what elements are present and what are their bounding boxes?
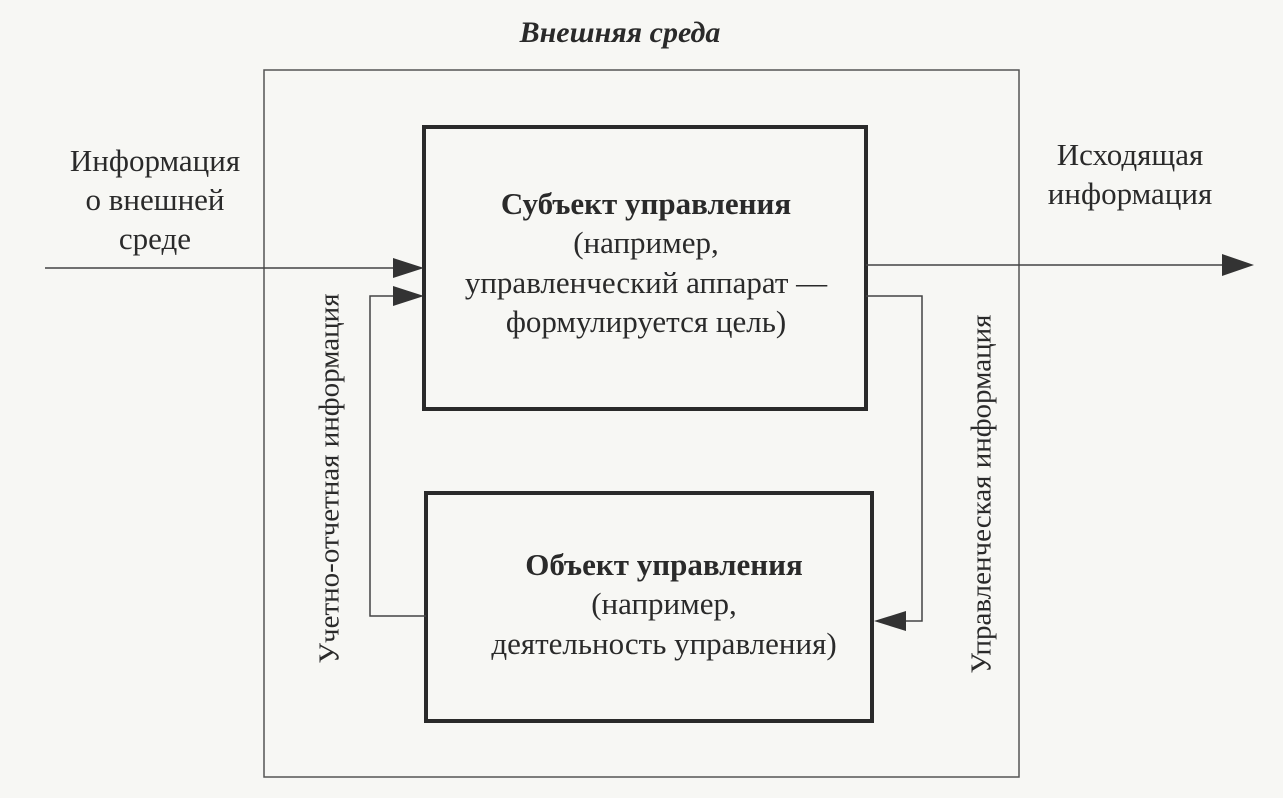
object-box-line: деятельность управления): [491, 625, 837, 661]
object-box-line: (например,: [591, 586, 737, 622]
feedback-arrowhead: [393, 286, 424, 306]
input-label-line: о внешней: [85, 181, 225, 217]
object-box-heading: Объект управления: [525, 547, 803, 582]
output-label: Исходящая информация: [1020, 136, 1240, 214]
output-label-line: Исходящая: [1056, 137, 1204, 172]
diagram-title: Внешняя среда: [519, 16, 721, 49]
control-flow-label: Управленческая информация: [965, 314, 998, 674]
input-arrowhead: [393, 258, 424, 278]
object-box: [424, 491, 874, 723]
subject-box-line: управленческий аппарат —: [464, 264, 828, 300]
object-box-label: Объект управления (например, деятельност…: [426, 545, 902, 663]
output-arrowhead: [1222, 254, 1254, 276]
input-label: Информация о внешней среде: [40, 142, 270, 258]
input-label-line: среде: [118, 220, 192, 256]
control-arrowhead: [874, 611, 906, 631]
feedback-flow-line: [369, 295, 426, 617]
environment-frame: [263, 69, 1020, 778]
subject-box-line: (например,: [573, 225, 719, 261]
feedback-flow-label: Учетно-отчетная информация: [313, 293, 346, 664]
input-label-line: Информация: [69, 143, 241, 178]
output-label-line: информация: [1047, 175, 1213, 211]
subject-box-label: Субъект управления (например, управленче…: [426, 184, 866, 341]
subject-box-line: формулируется цель): [505, 304, 787, 340]
subject-box-heading: Субъект управления: [500, 186, 792, 221]
control-flow-line: [866, 295, 923, 622]
